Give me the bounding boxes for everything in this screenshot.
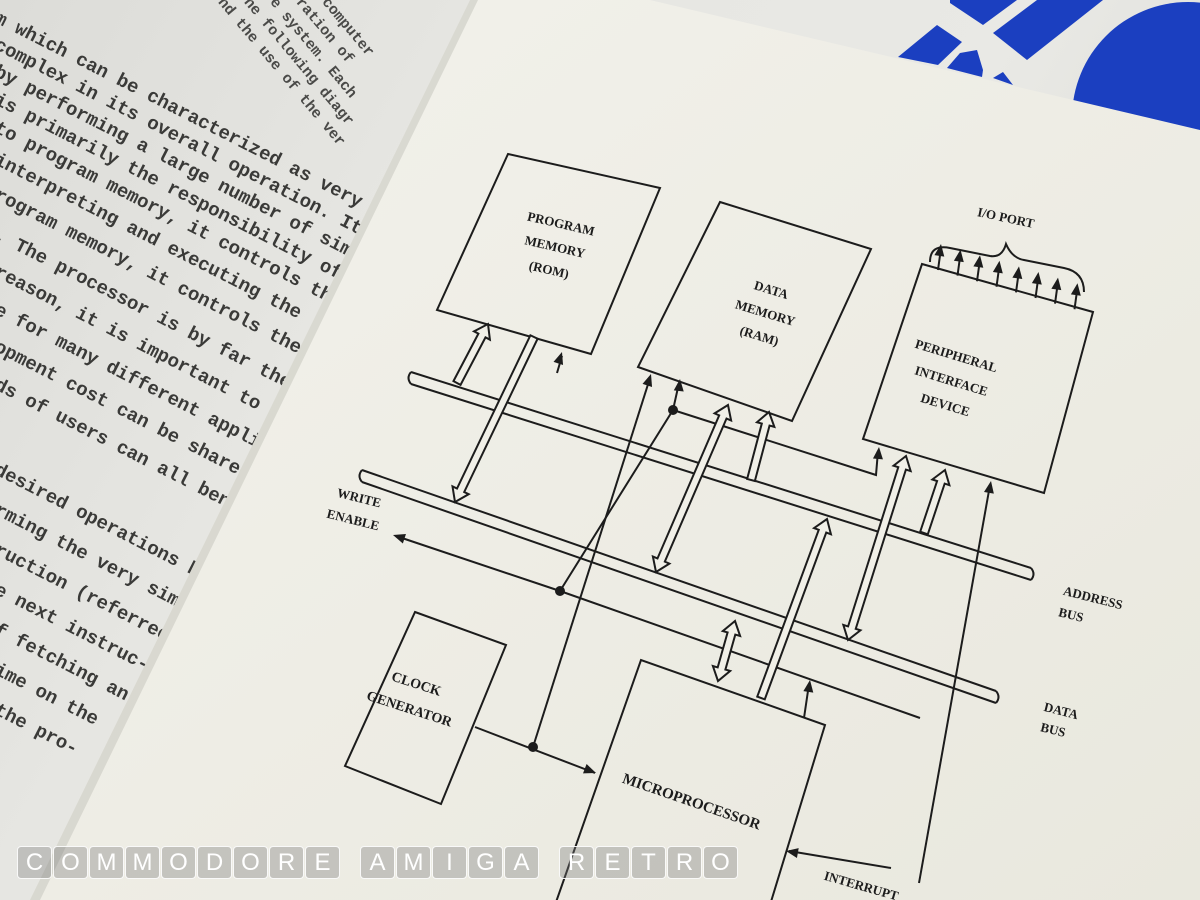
peripheral-line xyxy=(918,484,991,884)
watermark-letter: O xyxy=(161,846,196,879)
arrowhead-icon xyxy=(553,352,564,365)
io-port-arrow-icon xyxy=(1070,283,1081,296)
watermark-letter: A xyxy=(504,846,539,879)
cover-shape xyxy=(993,0,1103,60)
io-port-arrow-icon xyxy=(934,244,945,257)
arrowhead-icon xyxy=(803,680,814,693)
data-bus-label: BUS xyxy=(1039,719,1067,740)
pid-data-bus-arrow xyxy=(841,454,913,642)
watermark-letter: O xyxy=(53,846,88,879)
arrowhead-icon xyxy=(642,374,653,387)
watermark-letter: O xyxy=(233,846,268,879)
watermark-letter: C xyxy=(17,846,52,879)
microprocessor-box xyxy=(555,658,827,900)
rom-data-bus-arrow xyxy=(451,333,539,504)
clock-line xyxy=(532,377,651,748)
pid-address-bus-arrow xyxy=(918,468,951,536)
arrowhead-icon xyxy=(872,447,883,460)
watermark-letter: M xyxy=(396,846,431,879)
data-bus xyxy=(358,469,1000,704)
micro-address-bus-arrow xyxy=(755,517,833,701)
watermark-letter: R xyxy=(667,846,702,879)
io-port-arrow-icon xyxy=(1031,272,1042,285)
watermark-letter: G xyxy=(468,846,503,879)
arrowhead-icon xyxy=(673,379,684,392)
watermark-letter: O xyxy=(703,846,738,879)
address-bus-label: BUS xyxy=(1057,604,1085,625)
watermark-letter: R xyxy=(269,846,304,879)
watermark-letter: I xyxy=(432,846,467,879)
address-bus xyxy=(407,371,1035,581)
cover-shape xyxy=(950,0,1017,25)
data-memory-box xyxy=(636,200,873,423)
io-port-arrow-icon xyxy=(1012,266,1023,279)
arrowhead-icon xyxy=(583,764,596,774)
io-port-arrow-icon xyxy=(953,249,964,263)
right-page xyxy=(30,0,1200,900)
watermark-letter: R xyxy=(559,846,594,879)
watermark-letter: T xyxy=(631,846,666,879)
watermark-letter: A xyxy=(360,846,395,879)
junction-dot xyxy=(555,586,565,596)
watermark-gap xyxy=(341,846,359,879)
junction-dot xyxy=(528,742,538,752)
arrowhead-icon xyxy=(983,481,994,494)
clock-generator-box xyxy=(343,610,508,806)
junction-dot xyxy=(668,405,678,415)
io-port-arrow-icon xyxy=(973,255,984,268)
io-port-arrow-icon xyxy=(992,260,1003,274)
micro-data-bus-arrow xyxy=(711,619,742,683)
watermark-letter: M xyxy=(125,846,160,879)
watermark-letter: E xyxy=(595,846,630,879)
watermark-letter: E xyxy=(305,846,340,879)
rom-address-bus-arrow xyxy=(452,322,492,387)
ram-data-bus-arrow xyxy=(651,403,733,574)
program-memory-box xyxy=(435,152,662,356)
watermark-gap xyxy=(540,846,558,879)
interrupt-line xyxy=(788,850,892,869)
cover-shape xyxy=(993,72,1013,85)
control-line xyxy=(672,409,879,477)
watermark-letter: M xyxy=(89,846,124,879)
interrupt-arrow-icon xyxy=(786,848,799,859)
ram-address-bus-arrow xyxy=(745,410,776,483)
write-enable-arrow-icon xyxy=(393,533,406,544)
cover-shape xyxy=(947,50,983,77)
page-edge-shadow xyxy=(30,0,478,900)
io-port-arrow-icon xyxy=(1051,277,1062,291)
cover-shape xyxy=(898,25,962,65)
watermark-letter: D xyxy=(197,846,232,879)
